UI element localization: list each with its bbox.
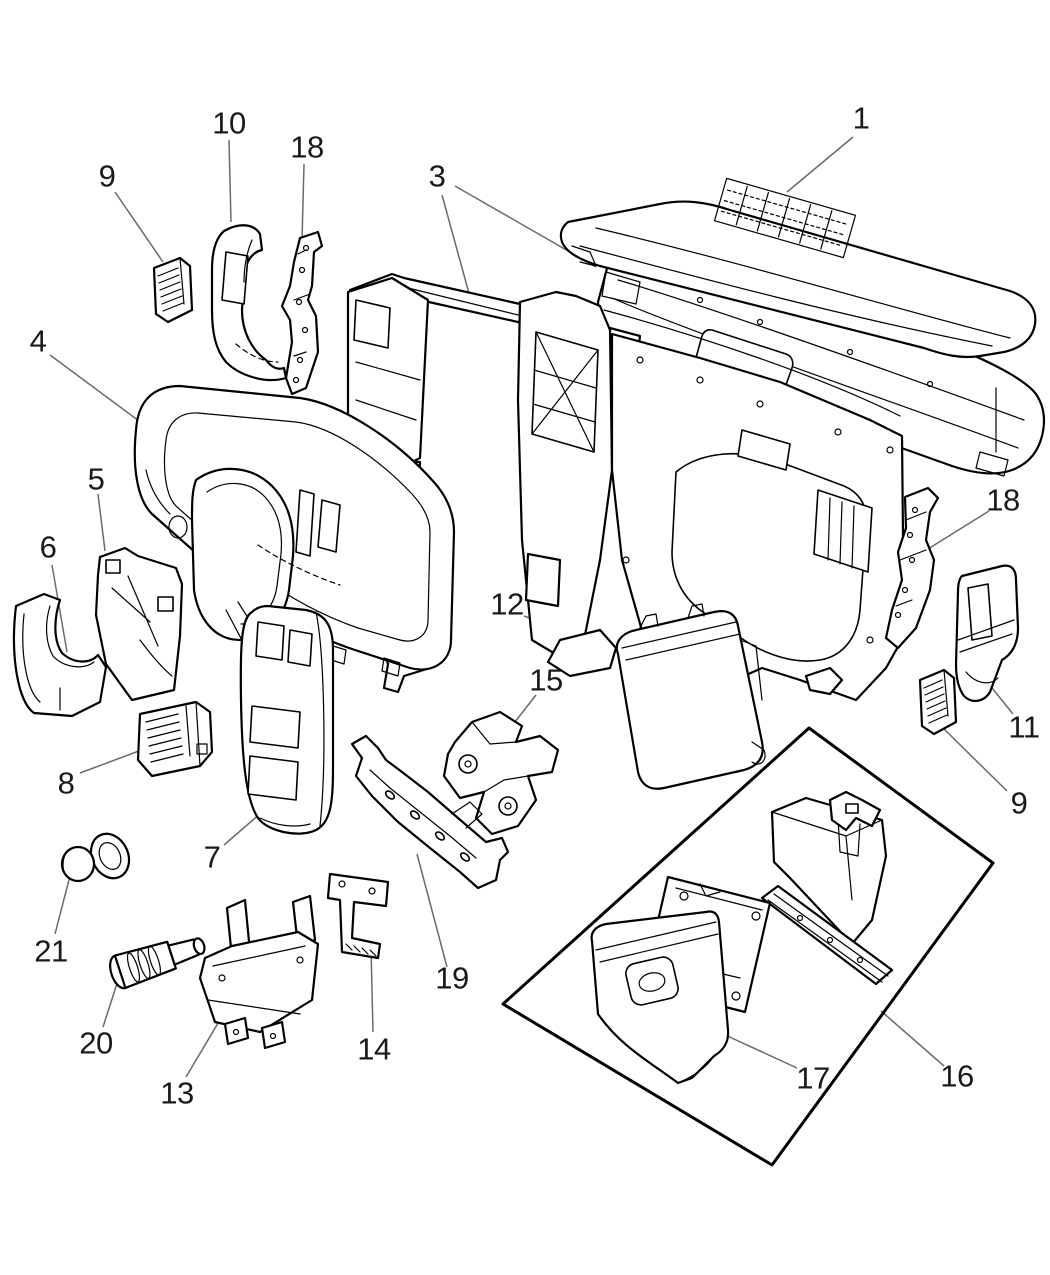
callout-6: 6 (39, 529, 57, 565)
part-knee-bolster (12, 592, 108, 718)
callout-10: 10 (212, 105, 246, 141)
callout-8: 8 (57, 765, 75, 801)
part-pillar-trim-left (210, 224, 288, 382)
callout-9-right: 9 (1010, 785, 1028, 821)
part-closeout-panel (615, 603, 766, 790)
callout-19: 19 (435, 960, 469, 996)
callout-18-right: 18 (986, 482, 1020, 518)
callout-9-left: 9 (98, 158, 116, 194)
part-center-bezel (239, 604, 335, 835)
callout-4: 4 (29, 323, 47, 359)
part-glovebox-door (590, 910, 730, 1085)
part-vent-left-upper (152, 256, 194, 324)
part-glovebox-sheet (501, 726, 995, 1167)
part-vent-left-lower (136, 700, 214, 778)
part-vent-right (918, 668, 958, 736)
callout-12: 12 (490, 586, 524, 622)
callout-13: 13 (160, 1075, 194, 1111)
part-lighter-ring (60, 832, 131, 883)
part-support-rail (350, 734, 510, 890)
part-bracket-15 (442, 710, 560, 836)
part-column-cover (94, 546, 184, 702)
part-glovebox-rail (760, 884, 894, 986)
part-bracket-13 (198, 894, 320, 1050)
part-bracket-18-left (280, 230, 324, 396)
part-top-cover (559, 177, 1037, 359)
callout-21: 21 (34, 933, 68, 969)
defroster-grille (713, 177, 857, 259)
callout-14: 14 (357, 1031, 391, 1067)
callout-18-left: 18 (290, 129, 324, 165)
part-bracket-18-right (884, 486, 940, 650)
part-main-frame (346, 272, 906, 702)
callout-11: 11 (1008, 709, 1040, 745)
callout-7: 7 (203, 839, 221, 875)
part-cigarette-lighter (109, 937, 206, 990)
callout-15: 15 (529, 662, 563, 698)
callout-5: 5 (87, 461, 105, 497)
callout-17: 17 (796, 1060, 830, 1096)
callout-16: 16 (940, 1058, 974, 1094)
part-glovebox-bracket (828, 790, 882, 832)
part-glovebox-bin (770, 796, 888, 946)
callout-3: 3 (428, 158, 446, 194)
callout-1: 1 (852, 100, 870, 136)
part-pillar-trim-right (954, 564, 1020, 702)
part-bracket-14 (326, 872, 390, 960)
part-cluster-bezel (133, 384, 456, 677)
callout-20: 20 (79, 1025, 113, 1061)
